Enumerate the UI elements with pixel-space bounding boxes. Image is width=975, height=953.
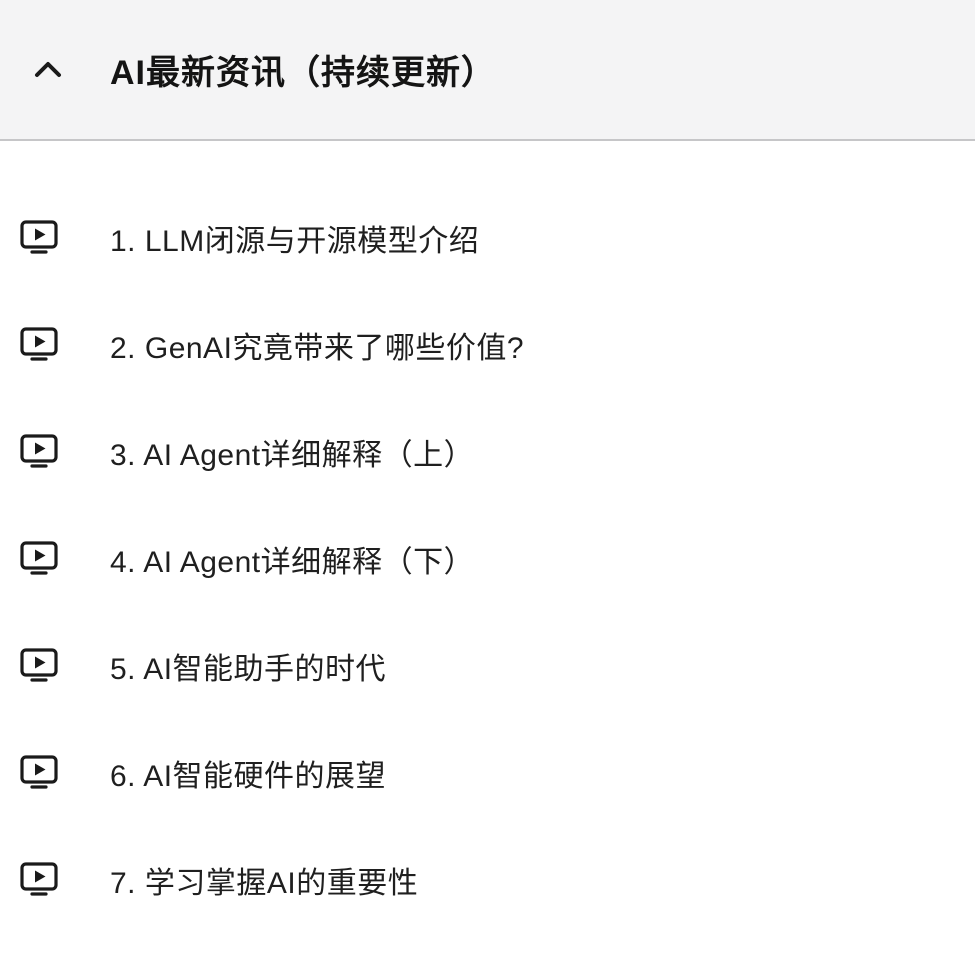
lesson-item[interactable]: 6. AI智能硬件的展望	[0, 750, 975, 795]
section-title: AI最新资讯（持续更新）	[110, 54, 496, 92]
lesson-item[interactable]: 4. AI Agent详细解释（下）	[0, 536, 975, 581]
video-play-icon	[20, 220, 58, 255]
lesson-title: 5. AI智能助手的时代	[110, 652, 387, 686]
chevron-up-icon[interactable]	[33, 59, 63, 81]
lesson-item[interactable]: 2. GenAI究竟带来了哪些价值?	[0, 322, 975, 367]
lesson-title: 1. LLM闭源与开源模型介绍	[110, 224, 480, 258]
video-play-icon	[20, 755, 58, 790]
section-header[interactable]: AI最新资讯（持续更新）	[0, 0, 975, 141]
video-play-icon	[20, 327, 58, 362]
lesson-title: 2. GenAI究竟带来了哪些价值?	[110, 331, 525, 365]
lesson-title: 6. AI智能硬件的展望	[110, 759, 387, 793]
lesson-item[interactable]: 3. AI Agent详细解释（上）	[0, 429, 975, 474]
video-play-icon	[20, 434, 58, 469]
lesson-item[interactable]: 5. AI智能助手的时代	[0, 643, 975, 688]
video-play-icon	[20, 541, 58, 576]
lesson-item[interactable]: 7. 学习掌握AI的重要性	[0, 857, 975, 902]
video-play-icon	[20, 648, 58, 683]
video-play-icon	[20, 862, 58, 897]
lesson-title: 7. 学习掌握AI的重要性	[110, 866, 419, 900]
lesson-item[interactable]: 1. LLM闭源与开源模型介绍	[0, 215, 975, 260]
lesson-title: 4. AI Agent详细解释（下）	[110, 545, 475, 579]
lesson-list: 1. LLM闭源与开源模型介绍 2. GenAI究竟带来了哪些价值? 3	[0, 141, 975, 902]
lesson-title: 3. AI Agent详细解释（上）	[110, 438, 475, 472]
